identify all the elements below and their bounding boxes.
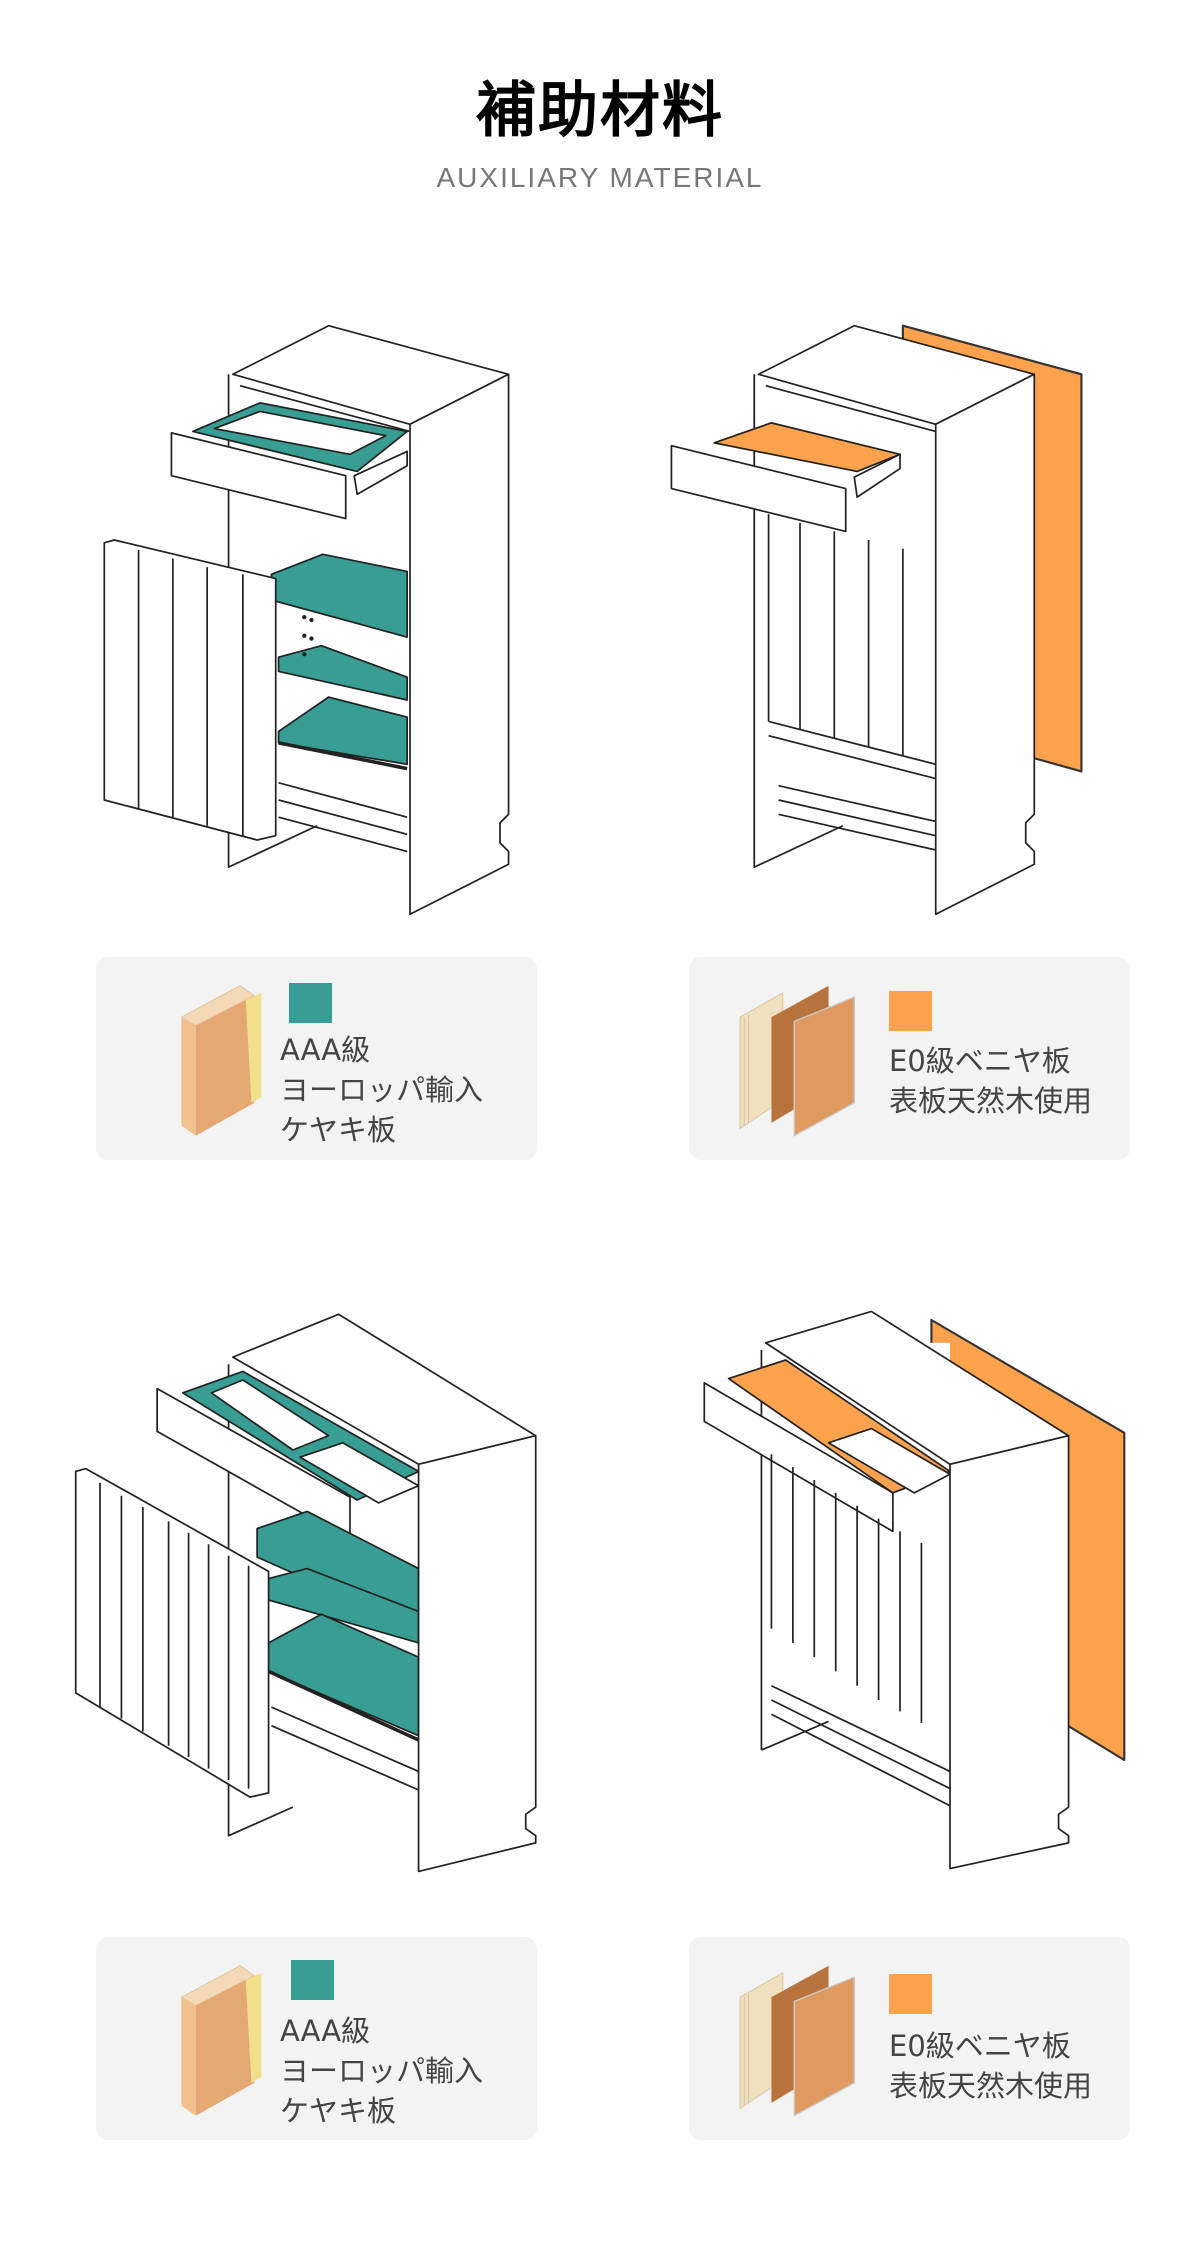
cabinet-illustration-teal — [103, 324, 510, 916]
material-line: E0級ベニヤ板 — [889, 1044, 1071, 1078]
material-line: E0級ベニヤ板 — [889, 2029, 1071, 2063]
cabinet-illustration-teal — [74, 1313, 537, 1873]
material-description: AAA級 ヨーロッパ輸入 ケヤキ板 — [280, 2011, 483, 2131]
cabinet-illustration-orange — [703, 1310, 1126, 1870]
material-line: ヨーロッパ輸入 — [280, 1073, 484, 1107]
material-line: 表板天然木使用 — [889, 1084, 1093, 1118]
material-description: AAA級 ヨーロッパ輸入 ケヤキ板 — [280, 1030, 483, 1150]
material-line: ヨーロッパ輸入 — [280, 2054, 484, 2088]
material-line: ケヤキ板 — [280, 1113, 397, 1147]
material-line: ケヤキ板 — [280, 2094, 397, 2128]
orange-swatch — [889, 1974, 932, 2014]
material-line: AAA級 — [280, 2014, 371, 2048]
page-title: 補助材料 — [476, 76, 724, 146]
cabinet-illustration-orange — [670, 324, 1083, 916]
teal-swatch — [289, 983, 332, 1023]
material-description: E0級ベニヤ板 表板天然木使用 — [889, 2026, 1092, 2106]
orange-swatch — [889, 991, 932, 1031]
material-line: AAA級 — [280, 1033, 371, 1067]
material-description: E0級ベニヤ板 表板天然木使用 — [889, 1041, 1092, 1121]
teal-swatch — [291, 1960, 334, 2000]
page-subtitle: AUXILIARY MATERIAL — [436, 162, 764, 193]
material-line: 表板天然木使用 — [889, 2069, 1093, 2103]
